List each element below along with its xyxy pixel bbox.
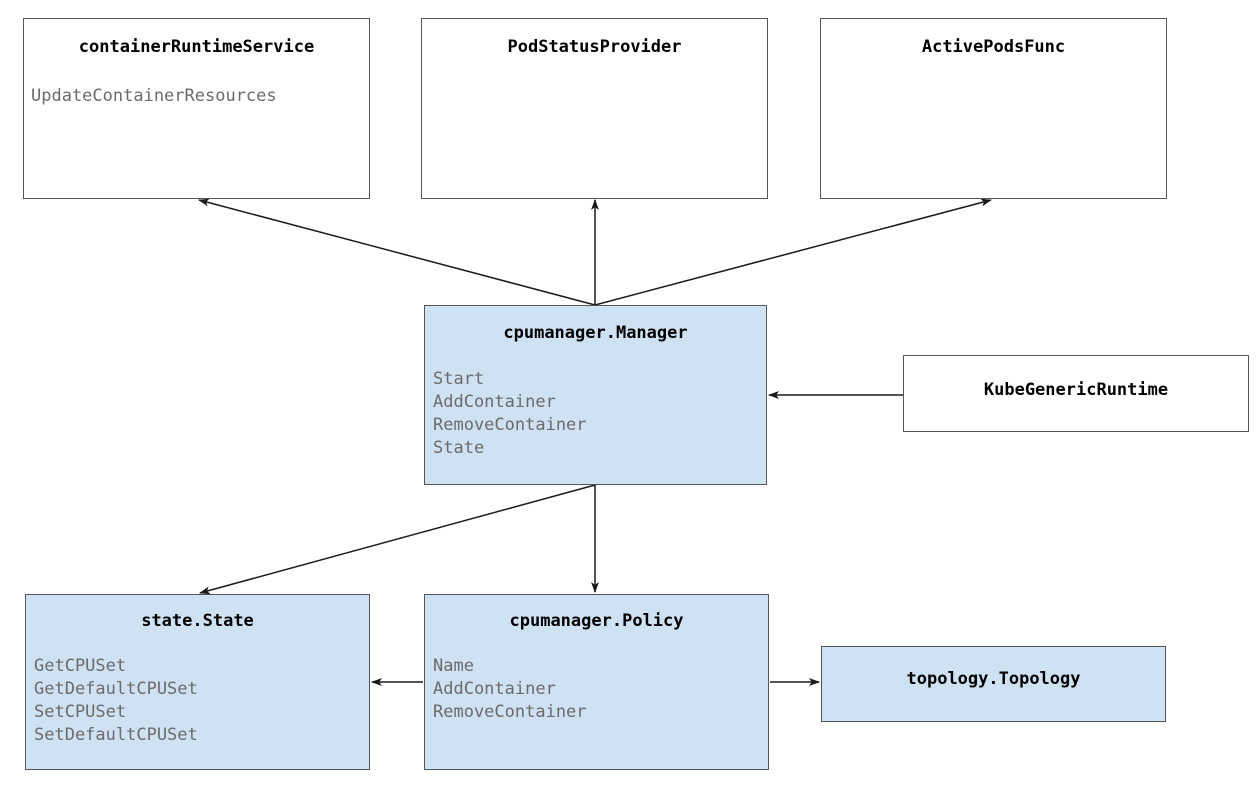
node-title-kubeGenericRuntime: KubeGenericRuntime: [983, 380, 1169, 400]
node-activePodsFunc[interactable]: ActivePodsFunc: [820, 18, 1167, 199]
edge-manager-to-containerRuntimeService: [198, 198, 596, 306]
node-title-containerRuntimeService: containerRuntimeService: [78, 37, 315, 57]
node-title-podStatusProvider: PodStatusProvider: [507, 37, 682, 57]
node-title-cpumanagerPolicy: cpumanager.Policy: [509, 611, 684, 631]
method-cpumanagerManager-2: RemoveContainer: [433, 415, 587, 435]
method-cpumanagerPolicy-0: Name: [433, 656, 474, 676]
method-cpumanagerManager-1: AddContainer: [433, 392, 556, 412]
node-podStatusProvider[interactable]: PodStatusProvider: [421, 18, 768, 199]
method-cpumanagerPolicy-2: RemoveContainer: [433, 702, 587, 722]
method-stateState-0: GetCPUSet: [34, 656, 127, 676]
method-stateState-2: SetCPUSet: [34, 702, 127, 722]
edge-manager-to-activePodsFunc: [594, 198, 992, 306]
method-cpumanagerPolicy-1: AddContainer: [433, 679, 556, 699]
node-title-activePodsFunc: ActivePodsFunc: [921, 37, 1066, 57]
method-cpumanagerManager-3: State: [433, 438, 485, 458]
method-stateState-3: SetDefaultCPUSet: [34, 725, 198, 745]
node-title-cpumanagerManager: cpumanager.Manager: [503, 323, 688, 343]
node-topologyTopology[interactable]: topology.Topology: [821, 646, 1166, 722]
method-stateState-1: GetDefaultCPUSet: [34, 679, 198, 699]
node-kubeGenericRuntime[interactable]: KubeGenericRuntime: [903, 355, 1249, 432]
method-containerRuntimeService-0: UpdateContainerResources: [31, 86, 277, 106]
edge-manager-to-stateState: [199, 484, 596, 595]
node-methods-containerRuntimeService: UpdateContainerResources: [31, 85, 369, 108]
method-cpumanagerManager-0: Start: [433, 369, 485, 389]
node-title-stateState: state.State: [141, 611, 254, 631]
node-title-topologyTopology: topology.Topology: [906, 669, 1081, 689]
